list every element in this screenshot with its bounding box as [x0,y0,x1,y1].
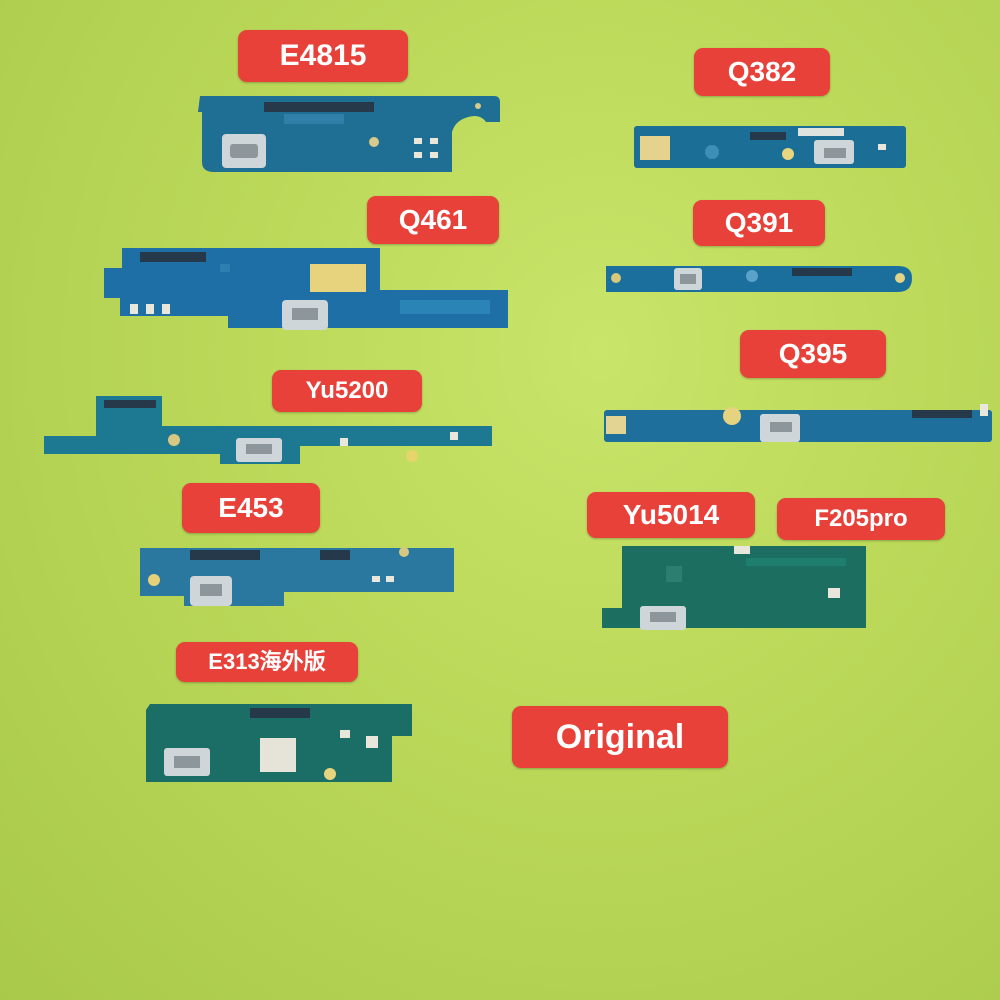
label-f205pro: F205pro [777,498,945,540]
board-e4815 [194,92,506,178]
label-yu5200: Yu5200 [272,370,422,412]
board-e313 [140,700,416,786]
board-q395 [600,400,996,446]
label-q382: Q382 [694,48,830,96]
label-q461: Q461 [367,196,499,244]
board-yu5200 [40,392,496,470]
board-q391 [602,252,916,298]
label-q395: Q395 [740,330,886,378]
board-e453 [134,540,460,612]
label-yu5014: Yu5014 [587,492,755,538]
label-e313: E313海外版 [176,642,358,682]
board-q382 [630,122,908,172]
label-e453: E453 [182,483,320,533]
label-original: Original [512,706,728,768]
label-e4815: E4815 [238,30,408,82]
board-f205pro [596,542,874,632]
board-q461 [100,244,510,334]
label-q391: Q391 [693,200,825,246]
